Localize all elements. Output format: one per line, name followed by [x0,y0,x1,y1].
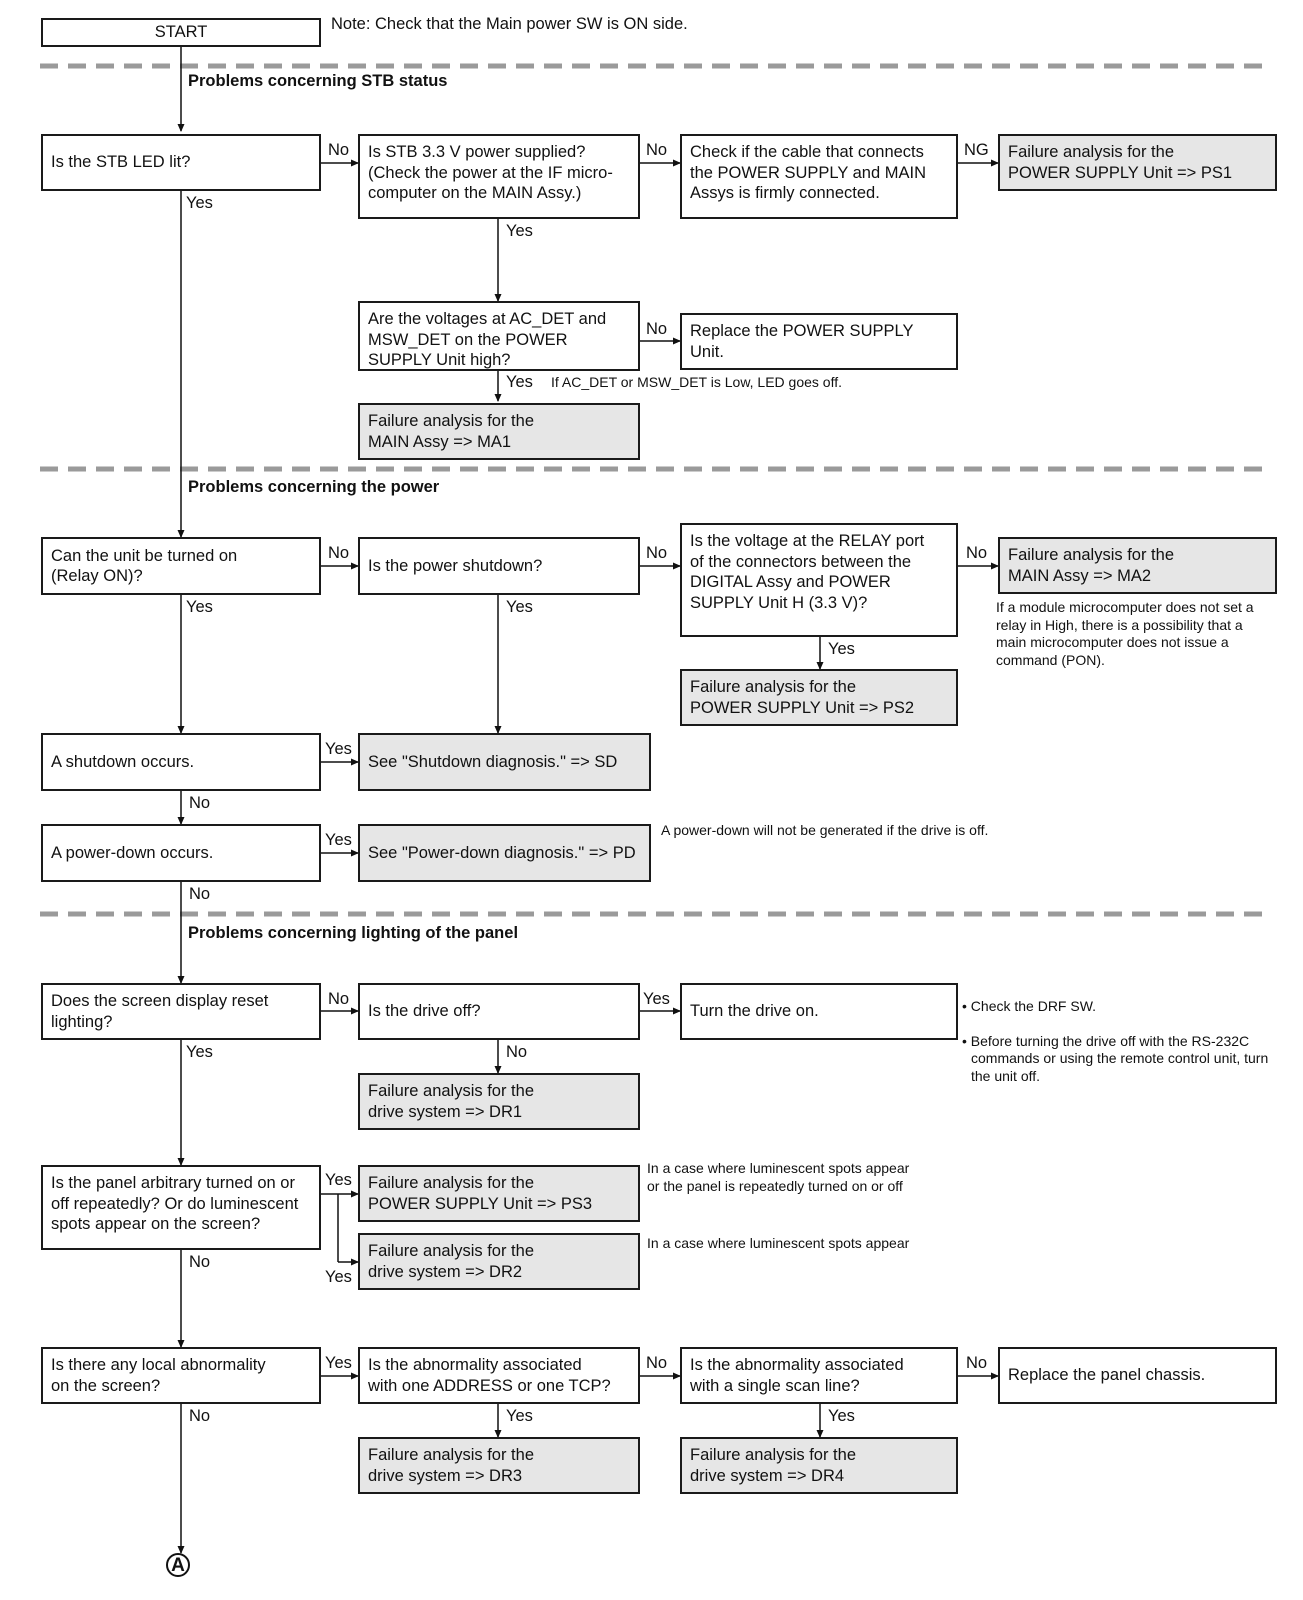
failure-dr1-box: Failure analysis for the drive system =>… [358,1073,640,1130]
answer-yes: Yes [325,1354,352,1372]
stb-led-question: Is the STB LED lit? [41,134,321,191]
answer-no: No [646,141,668,159]
failure-ps2-box: Failure analysis for the POWER SUPPLY Un… [680,669,958,726]
answer-yes: Yes [506,598,533,616]
drf-note-1: • Check the DRF SW. [962,997,1097,1014]
powerdown-occurs-question: A power-down occurs. [41,824,321,882]
power-shutdown-question: Is the power shutdown? [358,537,640,595]
answer-no: No [646,544,668,562]
failure-dr3-box: Failure analysis for the drive system =>… [358,1437,640,1494]
answer-yes: Yes [506,373,533,391]
failure-dr4-box: Failure analysis for the drive system =>… [680,1437,958,1494]
answer-no: No [966,1354,988,1372]
answer-no: No [646,320,668,338]
drf-notes: • Check the DRF SW. • Before turning the… [962,980,1277,1103]
failure-ps1-box: Failure analysis for the POWER SUPPLY Un… [998,134,1277,191]
connector-a: A [166,1553,190,1577]
failure-ma2-box: Failure analysis for the MAIN Assy => MA… [998,537,1277,594]
led-off-note: If AC_DET or MSW_DET is Low, LED goes of… [551,374,843,390]
ps3-case-note: In a case where luminescent spots appear… [647,1160,910,1194]
section-title-power: Problems concerning the power [188,478,440,496]
drf-note-2: • Before turning the drive off with the … [962,1032,1269,1084]
single-scan-question: Is the abnormality associated with a sin… [680,1347,958,1404]
section-separators [40,63,1262,917]
section-title-panel: Problems concerning lighting of the pane… [188,924,519,942]
answer-no: No [328,990,350,1008]
see-shutdown-box: See "Shutdown diagnosis." => SD [358,733,651,791]
answer-no: No [189,794,211,812]
drive-off-question: Is the drive off? [358,983,640,1040]
answer-no: No [506,1043,528,1061]
panel-arbitrary-question: Is the panel arbitrary turned on or off … [41,1165,321,1250]
answer-yes: Yes [828,640,855,658]
check-cable-box: Check if the cable that connects the POW… [680,134,958,219]
turn-drive-on-box: Turn the drive on. [680,983,958,1040]
answer-yes: Yes [186,598,213,616]
answer-ng: NG [964,141,989,159]
turn-on-question: Can the unit be turned on (Relay ON)? [41,537,321,595]
replace-power-supply-box: Replace the POWER SUPPLY Unit. [680,313,958,370]
answer-no: No [189,1407,211,1425]
failure-dr2-box: Failure analysis for the drive system =>… [358,1233,640,1290]
reset-lighting-question: Does the screen display reset lighting? [41,983,321,1040]
answer-no: No [646,1354,668,1372]
answer-yes: Yes [325,740,352,758]
shutdown-occurs-question: A shutdown occurs. [41,733,321,791]
start-box: START [41,18,321,47]
answer-yes: Yes [506,1407,533,1425]
see-powerdown-box: See "Power-down diagnosis." => PD [358,824,651,882]
answer-yes: Yes [828,1407,855,1425]
answer-no: No [189,1253,211,1271]
answer-yes: Yes [186,1043,213,1061]
powerdown-drive-note: A power-down will not be generated if th… [661,822,989,838]
answer-no: No [189,885,211,903]
answer-yes: Yes [325,831,352,849]
answer-no: No [328,141,350,159]
replace-panel-box: Replace the panel chassis. [998,1347,1277,1404]
section-title-stb: Problems concerning STB status [188,72,448,90]
answer-yes: Yes [325,1268,352,1286]
answer-yes: Yes [325,1171,352,1189]
answer-no: No [328,544,350,562]
failure-ps3-box: Failure analysis for the POWER SUPPLY Un… [358,1165,640,1222]
answer-yes: Yes [506,222,533,240]
stb-33v-question: Is STB 3.3 V power supplied? (Check the … [358,134,640,219]
answer-no: No [966,544,988,562]
failure-ma1-box: Failure analysis for the MAIN Assy => MA… [358,403,640,460]
ac-det-question: Are the voltages at AC_DET and MSW_DET o… [358,301,640,371]
address-tcp-question: Is the abnormality associated with one A… [358,1347,640,1404]
module-micro-note: If a module microcomputer does not set a… [996,599,1254,668]
answer-yes: Yes [643,990,670,1008]
dr2-case-note: In a case where luminescent spots appear [647,1235,910,1251]
main-power-note: Note: Check that the Main power SW is ON… [331,15,688,33]
relay-port-question: Is the voltage at the RELAY port of the … [680,523,958,637]
local-abnormality-question: Is there any local abnormality on the sc… [41,1347,321,1404]
answer-yes: Yes [186,194,213,212]
